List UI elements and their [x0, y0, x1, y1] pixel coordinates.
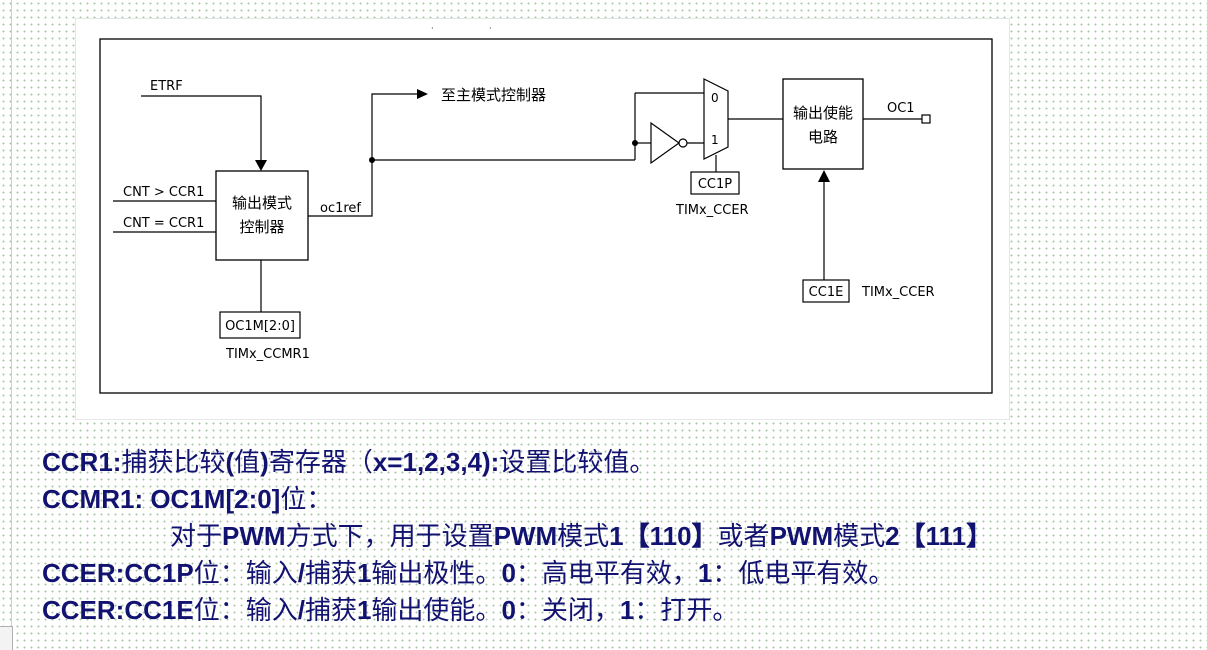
stray-mark-2: ·	[489, 24, 492, 33]
etrf-line	[141, 95, 262, 161]
mux-input1-label: 1	[711, 133, 719, 147]
oc1ref-label: oc1ref	[320, 201, 361, 216]
cc1e-register-box	[802, 279, 850, 303]
oc1ref-line	[308, 160, 373, 217]
diagram-panel: 输出模式 控制器 ETRF CNT > CCR1 CNT = CCR1 OC1M…	[75, 18, 1010, 420]
to-master-label: 至主模式控制器	[441, 86, 546, 104]
cc1p-register-box	[690, 171, 740, 195]
left-border-rule	[11, 0, 12, 649]
output-enable-label-1: 输出使能	[793, 104, 853, 122]
oc1m-label: OC1M[2:0]	[225, 319, 295, 334]
etrf-label: ETRF	[150, 79, 183, 94]
cc1e-label: CC1E	[809, 285, 844, 300]
cnt-gt-ccr1-label: CNT > CCR1	[123, 185, 204, 200]
cnt-eq-ccr1-label: CNT = CCR1	[123, 216, 204, 231]
polarity-mux	[703, 78, 729, 160]
timx-ccer-label-b: TIMx_CCER	[861, 285, 935, 300]
oc1-pin	[921, 114, 931, 124]
etrf-arrowhead	[255, 160, 267, 171]
note-cc1e: CCER:CC1E位：输入/捕获1输出使能。0：关闭，1：打开。	[42, 595, 739, 626]
timx-ccmr1-label: TIMx_CCMR1	[225, 347, 310, 362]
oc1-label: OC1	[887, 101, 915, 116]
mode-controller-label-2: 控制器	[239, 218, 284, 236]
note-pwm-mode: 对于PWM方式下，用于设置PWM模式1【110】或者PWM模式2【111】	[170, 521, 993, 552]
output-enable-label-2: 电路	[808, 128, 838, 146]
mux-input0-label: 0	[711, 91, 719, 105]
to-master-line	[371, 93, 417, 160]
cc1e-arrowhead	[818, 170, 830, 182]
corner-tab	[0, 626, 13, 650]
register-notes: CCR1:捕获比较(值)寄存器（x=1,2,3,4):设置比较值。 CCMR1:…	[42, 444, 1202, 629]
stray-mark-1: ·	[431, 24, 434, 33]
inverter-gate	[650, 121, 681, 165]
note-cc1p: CCER:CC1P位：输入/捕获1输出极性。0：高电平有效，1：低电平有效。	[42, 558, 895, 589]
oc1m-register-box	[219, 311, 301, 339]
output-compare-diagram: 输出模式 控制器 ETRF CNT > CCR1 CNT = CCR1 OC1M…	[99, 24, 993, 394]
mode-controller-label-1: 输出模式	[232, 194, 292, 212]
cc1p-label: CC1P	[698, 177, 732, 192]
to-master-arrowhead	[417, 89, 428, 99]
timx-ccer-label-a: TIMx_CCER	[675, 203, 749, 218]
note-ccmr1: CCMR1: OC1M[2:0]位：	[42, 484, 333, 515]
note-ccr1: CCR1:捕获比较(值)寄存器（x=1,2,3,4):设置比较值。	[42, 447, 656, 478]
inverter-bubble	[678, 138, 688, 148]
mode-controller-block	[215, 170, 309, 261]
diagram-frame	[99, 38, 993, 394]
output-enable-block	[782, 78, 864, 170]
